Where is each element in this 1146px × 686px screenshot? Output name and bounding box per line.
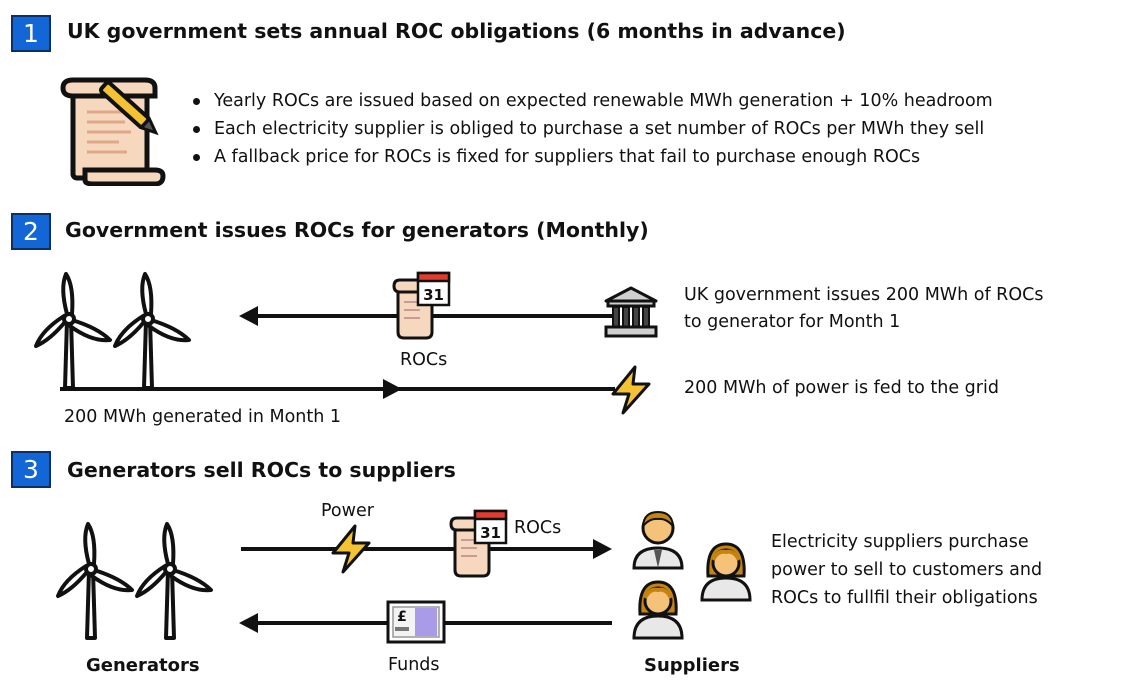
- supplier-woman-icon: [700, 542, 752, 602]
- supplier-description-line: ROCs to fullfil their obligations: [771, 588, 1038, 608]
- government-bank-icon: [604, 286, 658, 338]
- banknote-icon: £: [386, 600, 446, 644]
- generated-label: 200 MWh generated in Month 1: [64, 407, 342, 427]
- bullet-item: Each electricity supplier is obliged to …: [190, 115, 993, 143]
- supplier-man-icon: [632, 510, 684, 570]
- funds-arrowhead: [239, 613, 258, 633]
- step-3-rocs-label: ROCs: [514, 518, 562, 538]
- generators-label: Generators: [86, 655, 200, 676]
- roc-certificate-icon: 31: [392, 271, 451, 340]
- calendar-day: 31: [480, 524, 501, 542]
- pound-symbol: £: [397, 609, 407, 625]
- scroll-quill-icon: [60, 77, 166, 186]
- step-1-title: UK government sets annual ROC obligation…: [67, 19, 846, 43]
- rocs-issue-arrowhead: [239, 306, 258, 326]
- step-1-badge: 1: [11, 15, 51, 52]
- step-2-rocs-label: ROCs: [400, 350, 448, 370]
- power-grid-arrowhead: [383, 379, 402, 399]
- supplier-description-line: Electricity suppliers purchase: [771, 532, 1029, 552]
- step-2-title: Government issues ROCs for generators (M…: [65, 218, 649, 242]
- roc-certificate-icon: 31: [449, 509, 508, 578]
- funds-label: Funds: [388, 655, 440, 675]
- calendar-day: 31: [423, 286, 444, 304]
- wind-turbines-icon: [34, 272, 191, 390]
- grid-text: 200 MWh of power is fed to the grid: [684, 378, 999, 398]
- bullet-item: Yearly ROCs are issued based on expected…: [190, 87, 993, 115]
- suppliers-people-icon: [632, 510, 752, 640]
- step-3-title: Generators sell ROCs to suppliers: [67, 458, 456, 482]
- step-1-bullet-list: Yearly ROCs are issued based on expected…: [190, 87, 993, 171]
- step-2-badge: 2: [11, 213, 51, 250]
- wind-turbines-icon: [56, 522, 213, 640]
- step-3-badge: 3: [11, 451, 51, 488]
- power-rocs-arrowhead: [593, 539, 612, 559]
- issue-text-line2: to generator for Month 1: [684, 312, 901, 332]
- lightning-icon: [611, 365, 651, 415]
- bullet-item: A fallback price for ROCs is fixed for s…: [190, 143, 993, 171]
- lightning-icon: [331, 524, 371, 574]
- supplier-woman-icon: [632, 580, 684, 640]
- supplier-description-line: power to sell to customers and: [771, 560, 1043, 580]
- issue-text-line1: UK government issues 200 MWh of ROCs: [684, 285, 1044, 305]
- power-label: Power: [321, 501, 374, 521]
- suppliers-label: Suppliers: [644, 655, 740, 676]
